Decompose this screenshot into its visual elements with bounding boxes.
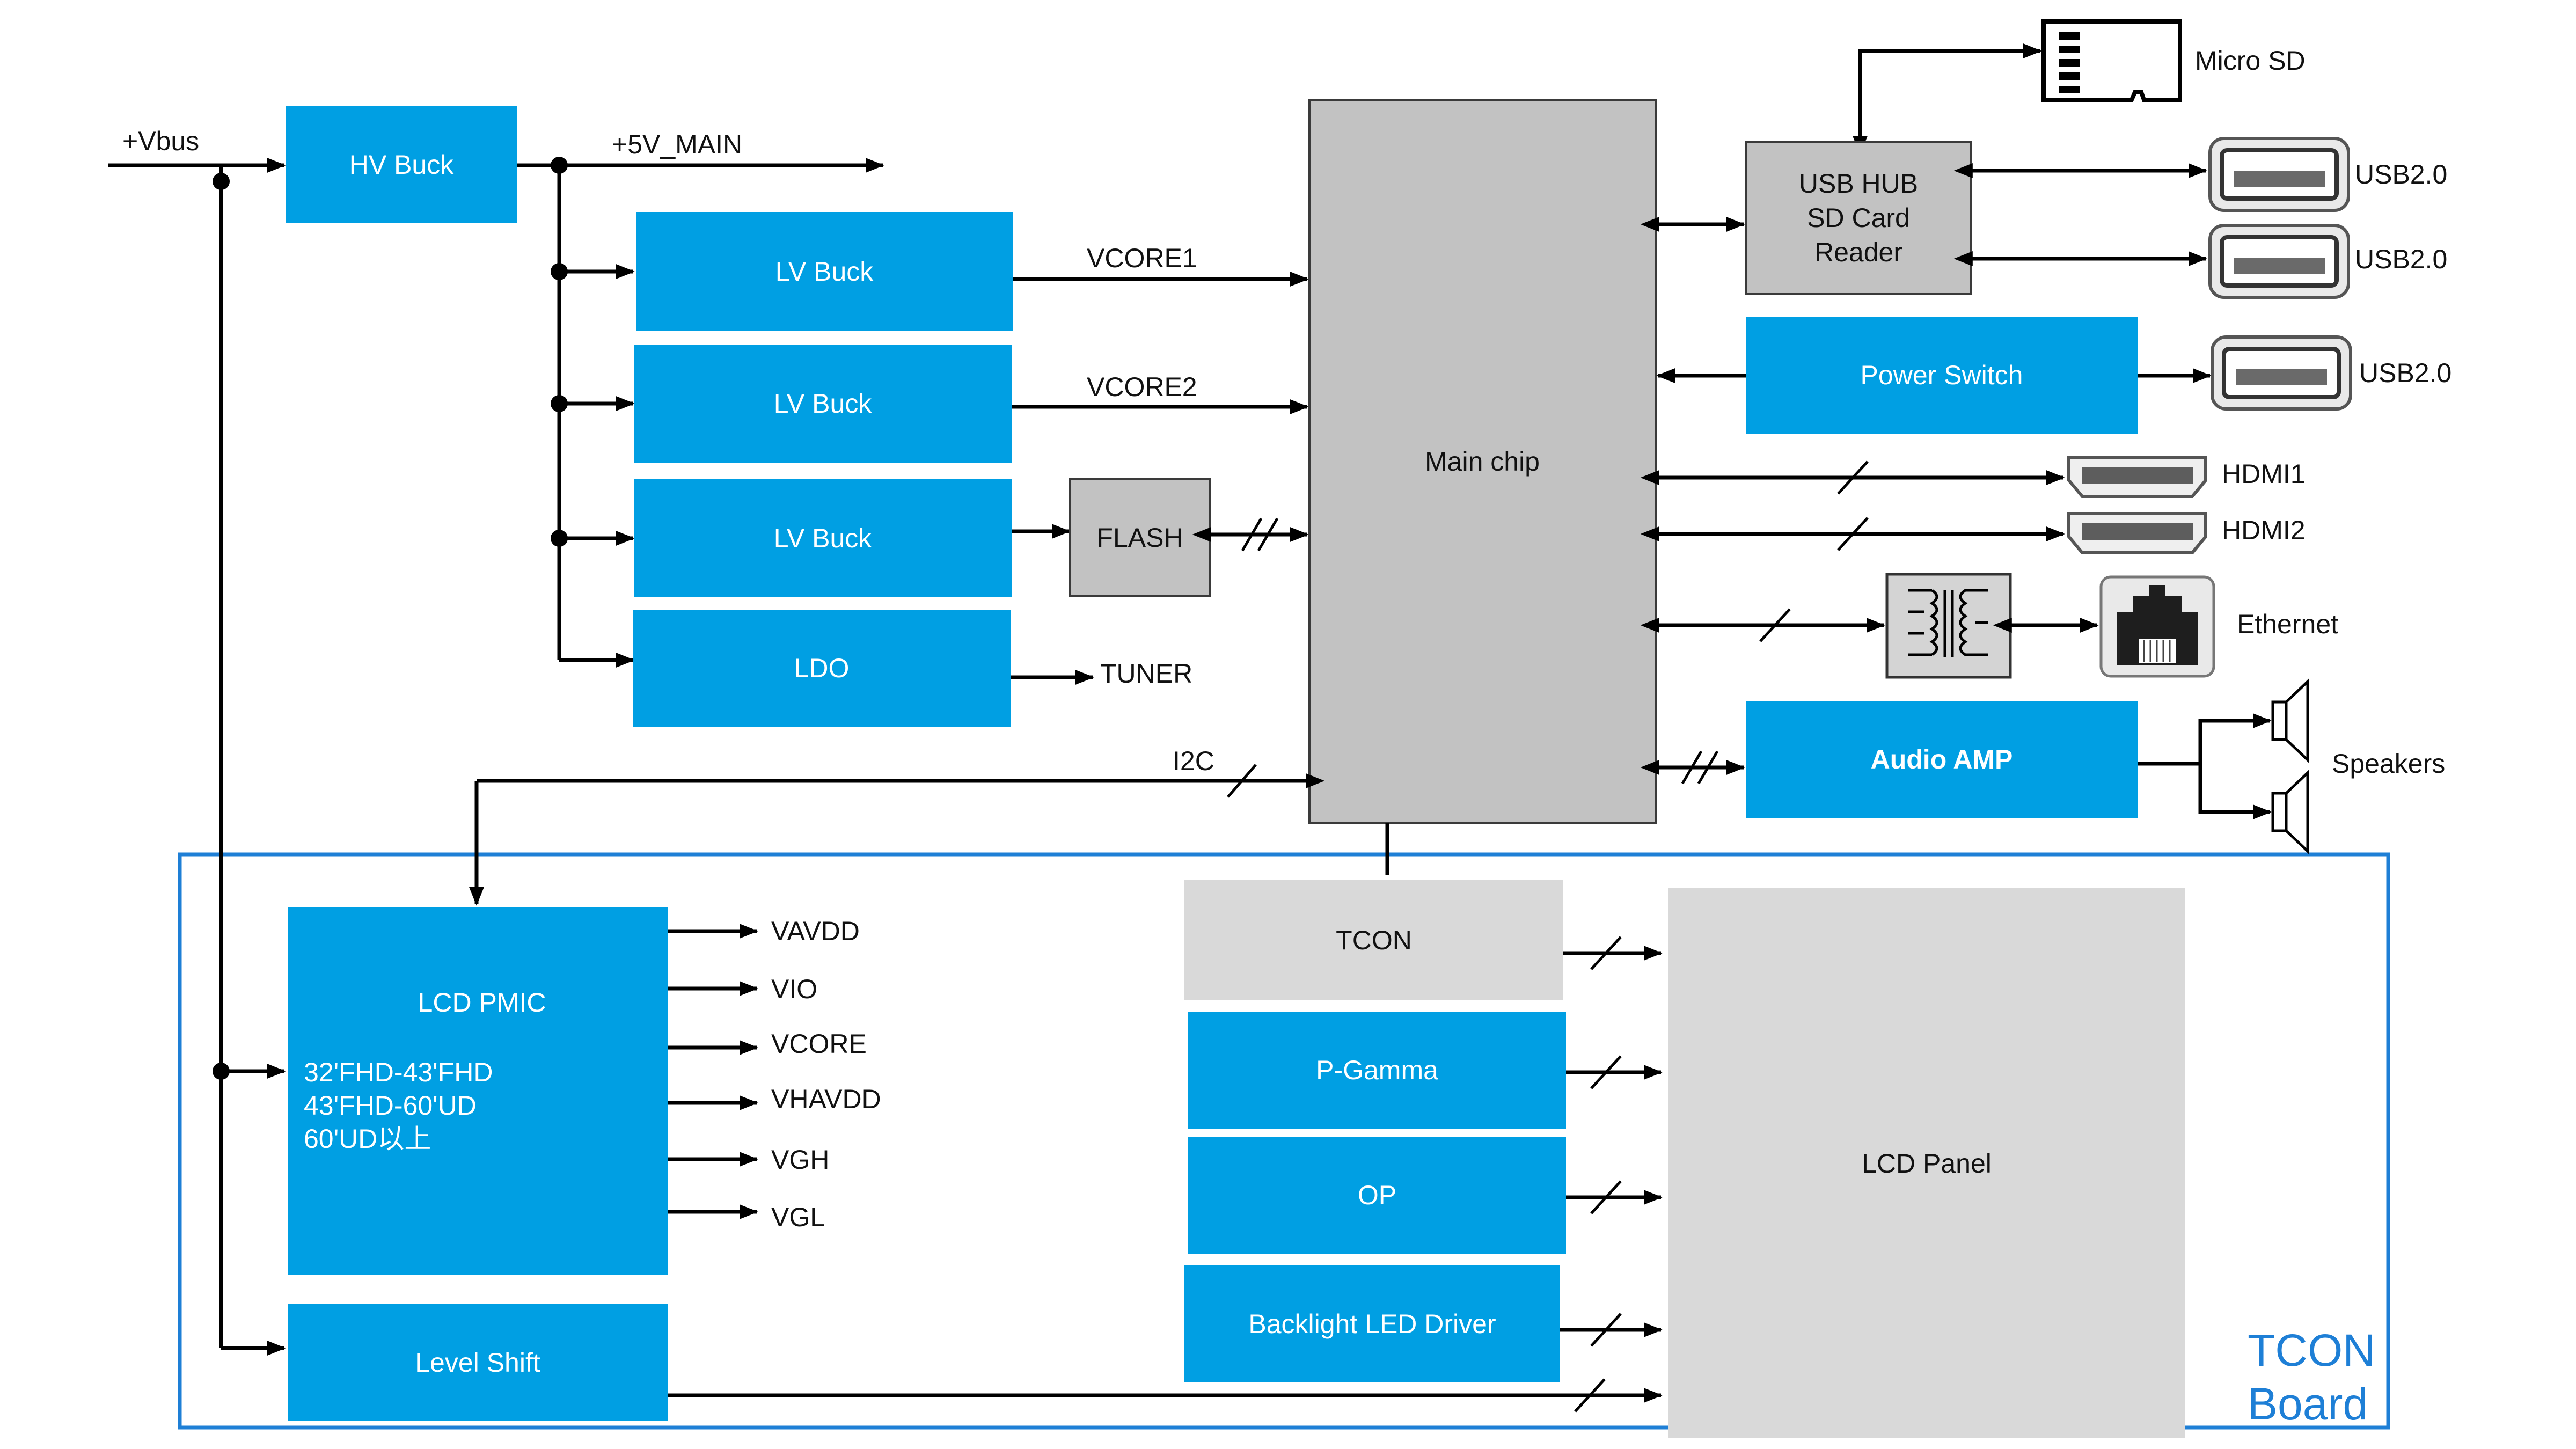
vbus-label: +Vbus — [122, 126, 199, 156]
audio-slash2 — [1697, 750, 1719, 785]
vavdd-label: VAVDD — [771, 916, 860, 946]
backlight-driver-label: Backlight LED Driver — [1248, 1309, 1496, 1339]
speaker-2-icon — [2271, 770, 2309, 854]
hub-to-microsd — [1853, 43, 2042, 155]
audio-amp-block — [1746, 701, 2138, 818]
level-shift-label: Level Shift — [415, 1348, 540, 1378]
ldo-label: LDO — [794, 653, 850, 683]
ethernet-slash — [1759, 608, 1791, 642]
vio-label: VIO — [771, 974, 817, 1004]
flash-block — [1069, 478, 1211, 597]
flash-bus-slash1 — [1241, 517, 1263, 552]
vgl-label: VGL — [771, 1202, 825, 1232]
audio-to-speaker2 — [2198, 764, 2272, 819]
hv-buck-block — [286, 106, 517, 223]
p-gamma-block — [1188, 1012, 1566, 1129]
lv-buck-2-label: LV Buck — [774, 389, 872, 419]
speaker-1-icon — [2271, 678, 2309, 763]
levelshift-slash — [1574, 1378, 1606, 1413]
usb-3-label: USB2.0 — [2359, 358, 2451, 388]
lcd-pmic-note-1: 32'FHD-43'FHD — [304, 1057, 493, 1087]
vcore1-label: VCORE1 — [1087, 243, 1197, 273]
usb-port-2-icon — [2208, 224, 2350, 299]
tuner-label: TUNER — [1100, 658, 1192, 689]
rj45-icon — [2099, 575, 2215, 678]
micro-sd-icon — [2041, 19, 2182, 102]
audio-amp-label: Audio AMP — [1871, 744, 2013, 774]
flash-bus-slash2 — [1257, 517, 1279, 552]
lv-buck-1-label: LV Buck — [775, 257, 874, 287]
lcd-pmic-note-3: 60'UD以上 — [304, 1124, 431, 1154]
hdmi1-slash — [1837, 460, 1869, 495]
lcd-pmic-block — [288, 907, 668, 1275]
hdmi1-icon — [2067, 456, 2207, 498]
lv-buck-3-label: LV Buck — [774, 523, 872, 553]
usb-hub-label-line3: Reader — [1814, 237, 1902, 267]
hdmi1-label: HDMI1 — [2222, 459, 2306, 489]
hdmi2-icon — [2067, 512, 2207, 554]
lcd-pmic-note-2: 43'FHD-60'UD — [304, 1091, 477, 1121]
lv-buck-2-block — [634, 345, 1012, 463]
speakers-label: Speakers — [2332, 749, 2445, 779]
usb-hub-label-line1: USB HUB — [1799, 169, 1918, 199]
hv-buck-label: HV Buck — [349, 150, 455, 180]
usb-hub-label-line2: SD Card — [1807, 203, 1910, 233]
tcon-board-label-line1: TCON — [2248, 1325, 2375, 1375]
power-switch-block — [1746, 317, 2138, 434]
i2c-label: I2C — [1173, 746, 1214, 776]
level-shift-block — [288, 1304, 668, 1421]
op-block — [1188, 1137, 1566, 1254]
audio-slash1 — [1681, 750, 1703, 785]
v5-main-label: +5V_MAIN — [612, 129, 742, 159]
op-slash — [1590, 1180, 1622, 1214]
hdmi2-label: HDMI2 — [2222, 515, 2306, 545]
tcon-block — [1184, 880, 1563, 1000]
usb-2-label: USB2.0 — [2355, 244, 2447, 274]
usb-1-label: USB2.0 — [2355, 159, 2447, 189]
tcon-slash — [1590, 936, 1622, 970]
vhavdd-label: VHAVDD — [771, 1084, 881, 1114]
micro-sd-label: Micro SD — [2195, 46, 2306, 76]
p-gamma-label: P-Gamma — [1316, 1055, 1438, 1085]
tcon-board-label-line2: Board — [2248, 1379, 2368, 1429]
ldo-block — [633, 610, 1011, 727]
pgamma-slash — [1590, 1055, 1622, 1089]
vgh-label: VGH — [771, 1145, 829, 1175]
flash-label: FLASH — [1096, 523, 1183, 553]
main-chip-block — [1308, 99, 1657, 824]
lcd-panel-block — [1668, 888, 2185, 1438]
ethernet-label: Ethernet — [2237, 609, 2338, 639]
tcon-label: TCON — [1336, 925, 1412, 955]
backlight-driver-block — [1184, 1265, 1560, 1382]
lv-buck-3-block — [634, 479, 1012, 597]
transformer-icon — [1885, 573, 2012, 679]
vcore-label: VCORE — [771, 1029, 867, 1059]
lcd-pmic-label: LCD PMIC — [418, 987, 546, 1018]
i2c-slash — [1227, 764, 1257, 798]
audio-to-speaker1 — [2198, 713, 2272, 764]
lv-buck-1-block — [636, 212, 1013, 331]
power-switch-label: Power Switch — [1861, 360, 2023, 390]
op-label: OP — [1358, 1180, 1396, 1210]
main-chip-label: Main chip — [1425, 447, 1540, 477]
usb-hub-block — [1745, 141, 1972, 295]
tcon-board-outline — [178, 852, 2390, 1430]
backlight-slash — [1590, 1313, 1622, 1347]
vcore2-label: VCORE2 — [1087, 372, 1197, 402]
hdmi2-slash — [1837, 517, 1869, 551]
usb-port-3-icon — [2211, 335, 2352, 411]
lcd-panel-label: LCD Panel — [1862, 1148, 1992, 1179]
usb-port-1-icon — [2208, 137, 2350, 212]
